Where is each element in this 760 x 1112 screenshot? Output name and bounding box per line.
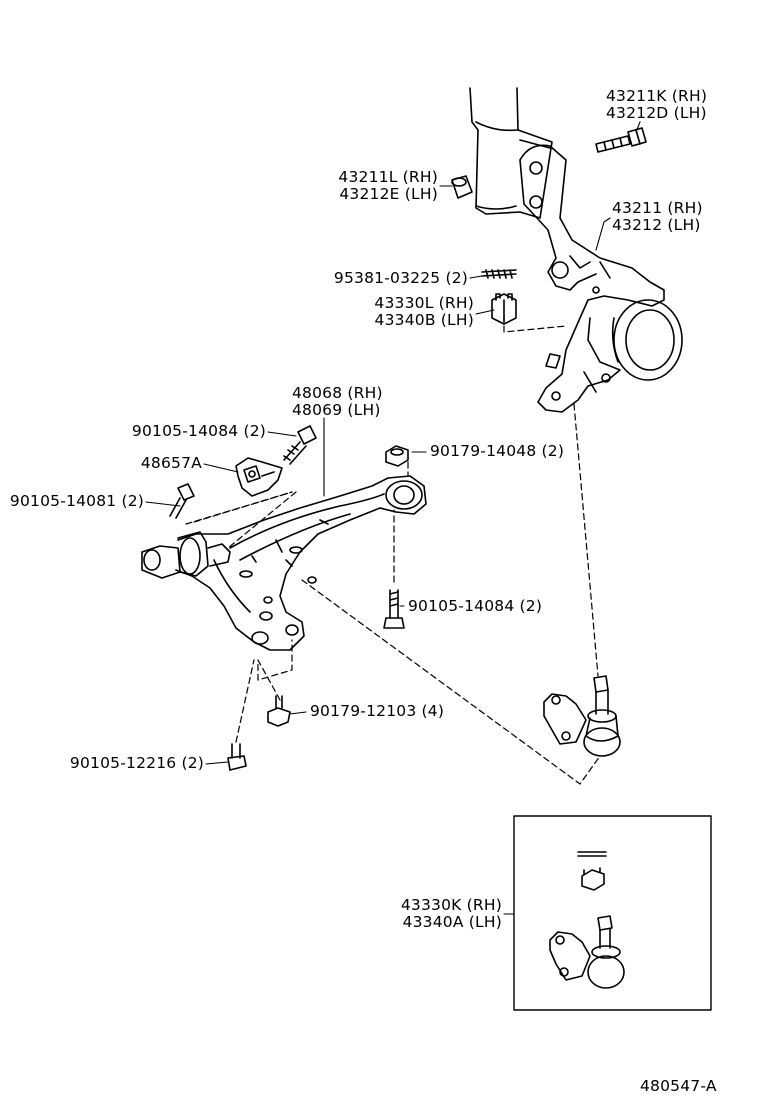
bolt-90105-12216 — [227, 743, 247, 771]
lower-control-arm — [175, 475, 427, 651]
callout-lower-arm: 48068 (RH) 48069 (LH) — [292, 385, 383, 419]
callout-nut-arm-text: 90179-14048 (2) — [430, 442, 565, 460]
callout-knuckle-lh: 43212 (LH) — [612, 216, 701, 234]
callout-cotter-pin-text: 95381-03225 (2) — [333, 269, 468, 287]
callout-castle-nut-rh: 43330L (RH) — [374, 294, 474, 312]
leader-lines — [145, 121, 641, 915]
callout-bolt-balljoint: 90105-12216 (2) — [60, 755, 204, 772]
callout-nut-upper-rh: 43211L (RH) — [338, 168, 438, 186]
strut-tube — [469, 87, 553, 219]
steering-knuckle — [519, 144, 683, 413]
upper-nut-43211l — [451, 175, 473, 199]
callout-balljoint-assy: 43330K (RH) 43340A (LH) — [380, 897, 502, 931]
callout-castle-nut-lh: 43340B (LH) — [374, 311, 474, 329]
callout-bracket: 48657A — [120, 455, 202, 472]
inset-box — [513, 815, 712, 1011]
diagram-number: 480547-A — [640, 1077, 717, 1095]
callout-knuckle: 43211 (RH) 43212 (LH) — [612, 200, 703, 234]
callout-bolt-bracket-text: 90105-14084 (2) — [131, 422, 266, 440]
callout-nut-arm: 90179-14048 (2) — [430, 443, 564, 460]
bracket-48657a — [235, 457, 283, 497]
callout-lower-arm-rh: 48068 (RH) — [292, 384, 383, 402]
nut-90179-14048 — [385, 445, 409, 467]
cotter-pin — [481, 269, 517, 279]
callout-bolt-arm-rear-text: 90105-14084 (2) — [408, 597, 543, 615]
callout-bolt-bracket-lower: 90105-14081 (2) — [4, 493, 144, 510]
callout-lower-arm-lh: 48069 (LH) — [292, 401, 381, 419]
bolt-90105-14081 — [169, 483, 195, 519]
callout-nut-balljoint: 90179-12103 (4) — [310, 703, 444, 720]
callout-nut-balljoint-text: 90179-12103 (4) — [310, 702, 445, 720]
callout-balljoint-assy-rh: 43330K (RH) — [400, 896, 502, 914]
ball-joint — [543, 675, 621, 757]
callout-bolt-upper-rh: 43211K (RH) — [606, 87, 708, 105]
callout-balljoint-assy-lh: 43340A (LH) — [402, 913, 502, 931]
callout-nut-upper-lh: 43212E (LH) — [339, 185, 438, 203]
callout-bolt-balljoint-text: 90105-12216 (2) — [69, 754, 204, 772]
callout-bolt-upper-lh: 43212D (LH) — [606, 104, 707, 122]
callout-bolt-bracket-lower-text: 90105-14081 (2) — [9, 492, 144, 510]
bolt-90105-14084-upper — [283, 425, 317, 465]
callout-bolt-upper: 43211K (RH) 43212D (LH) — [606, 88, 707, 122]
callout-nut-upper: 43211L (RH) 43212E (LH) — [326, 169, 438, 203]
callout-bolt-arm-rear: 90105-14084 (2) — [408, 598, 542, 615]
callout-bracket-text: 48657A — [140, 454, 202, 472]
callout-castle-nut: 43330L (RH) 43340B (LH) — [360, 295, 474, 329]
callout-cotter-pin: 95381-03225 (2) — [326, 270, 468, 287]
bolt-90105-14084-rear — [383, 589, 405, 629]
callout-bolt-bracket: 90105-14084 (2) — [120, 423, 266, 440]
callout-knuckle-rh: 43211 (RH) — [612, 199, 703, 217]
upper-bolt-43211k — [595, 127, 647, 153]
dashed-lines — [185, 315, 601, 785]
nut-90179-12103 — [267, 695, 291, 727]
front-bushing — [141, 531, 231, 579]
